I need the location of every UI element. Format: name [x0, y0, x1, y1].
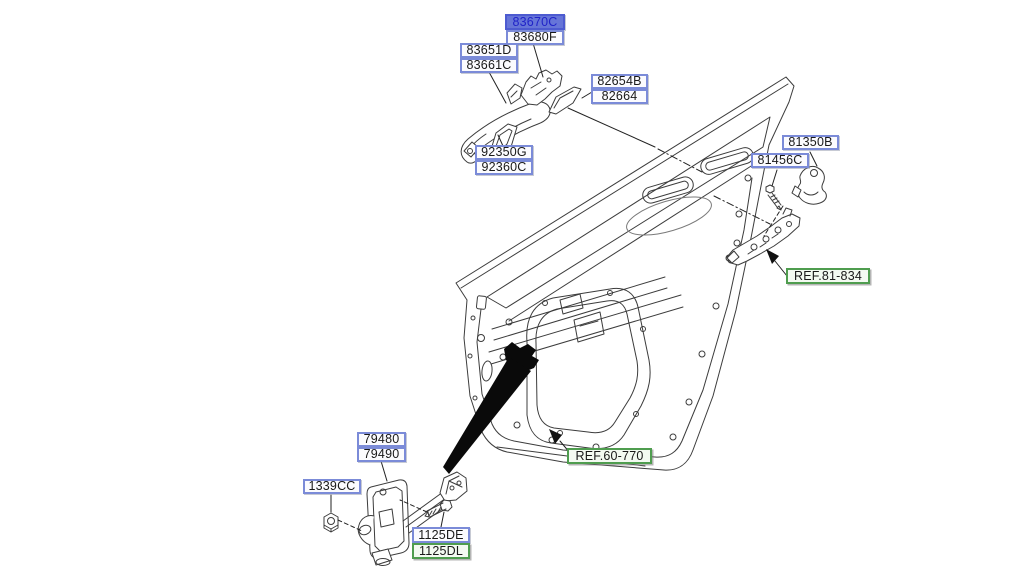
part-label-79490[interactable]: 79490	[357, 447, 406, 462]
part-label-79480[interactable]: 79480	[357, 432, 406, 447]
ref-label-60-770[interactable]: REF.60-770	[567, 448, 652, 464]
ref-label-81-834[interactable]: REF.81-834	[786, 268, 870, 284]
part-label-82664[interactable]: 82664	[591, 89, 648, 104]
latch-assembly-part	[726, 207, 801, 266]
door-checker-part	[357, 471, 468, 566]
striker-screw-part	[765, 184, 782, 211]
part-label-83680F[interactable]: 83680F	[506, 30, 564, 45]
nut-part	[323, 512, 339, 533]
part-label-81456C[interactable]: 81456C	[751, 153, 809, 168]
handle-bracket-part	[506, 69, 563, 106]
part-label-81350B[interactable]: 81350B	[782, 135, 839, 150]
part-label-82654B[interactable]: 82654B	[591, 74, 648, 89]
handle-pad2-part	[548, 86, 582, 115]
part-label-1125DE[interactable]: 1125DE	[412, 527, 470, 543]
part-label-1339CC[interactable]: 1339CC	[303, 479, 361, 494]
part-label-1125DL[interactable]: 1125DL	[412, 543, 470, 559]
part-label-83661C[interactable]: 83661C	[460, 58, 518, 73]
part-label-92360C[interactable]: 92360C	[475, 160, 533, 175]
part-label-83651D[interactable]: 83651D	[460, 43, 518, 58]
striker-part	[791, 165, 827, 205]
part-label-92350G[interactable]: 92350G	[475, 145, 533, 160]
leader-lines	[330, 42, 818, 532]
checker-bolt-part	[424, 499, 453, 518]
part-label-83670C-selected[interactable]: 83670C	[505, 14, 565, 30]
checker-location-marker	[443, 342, 539, 474]
